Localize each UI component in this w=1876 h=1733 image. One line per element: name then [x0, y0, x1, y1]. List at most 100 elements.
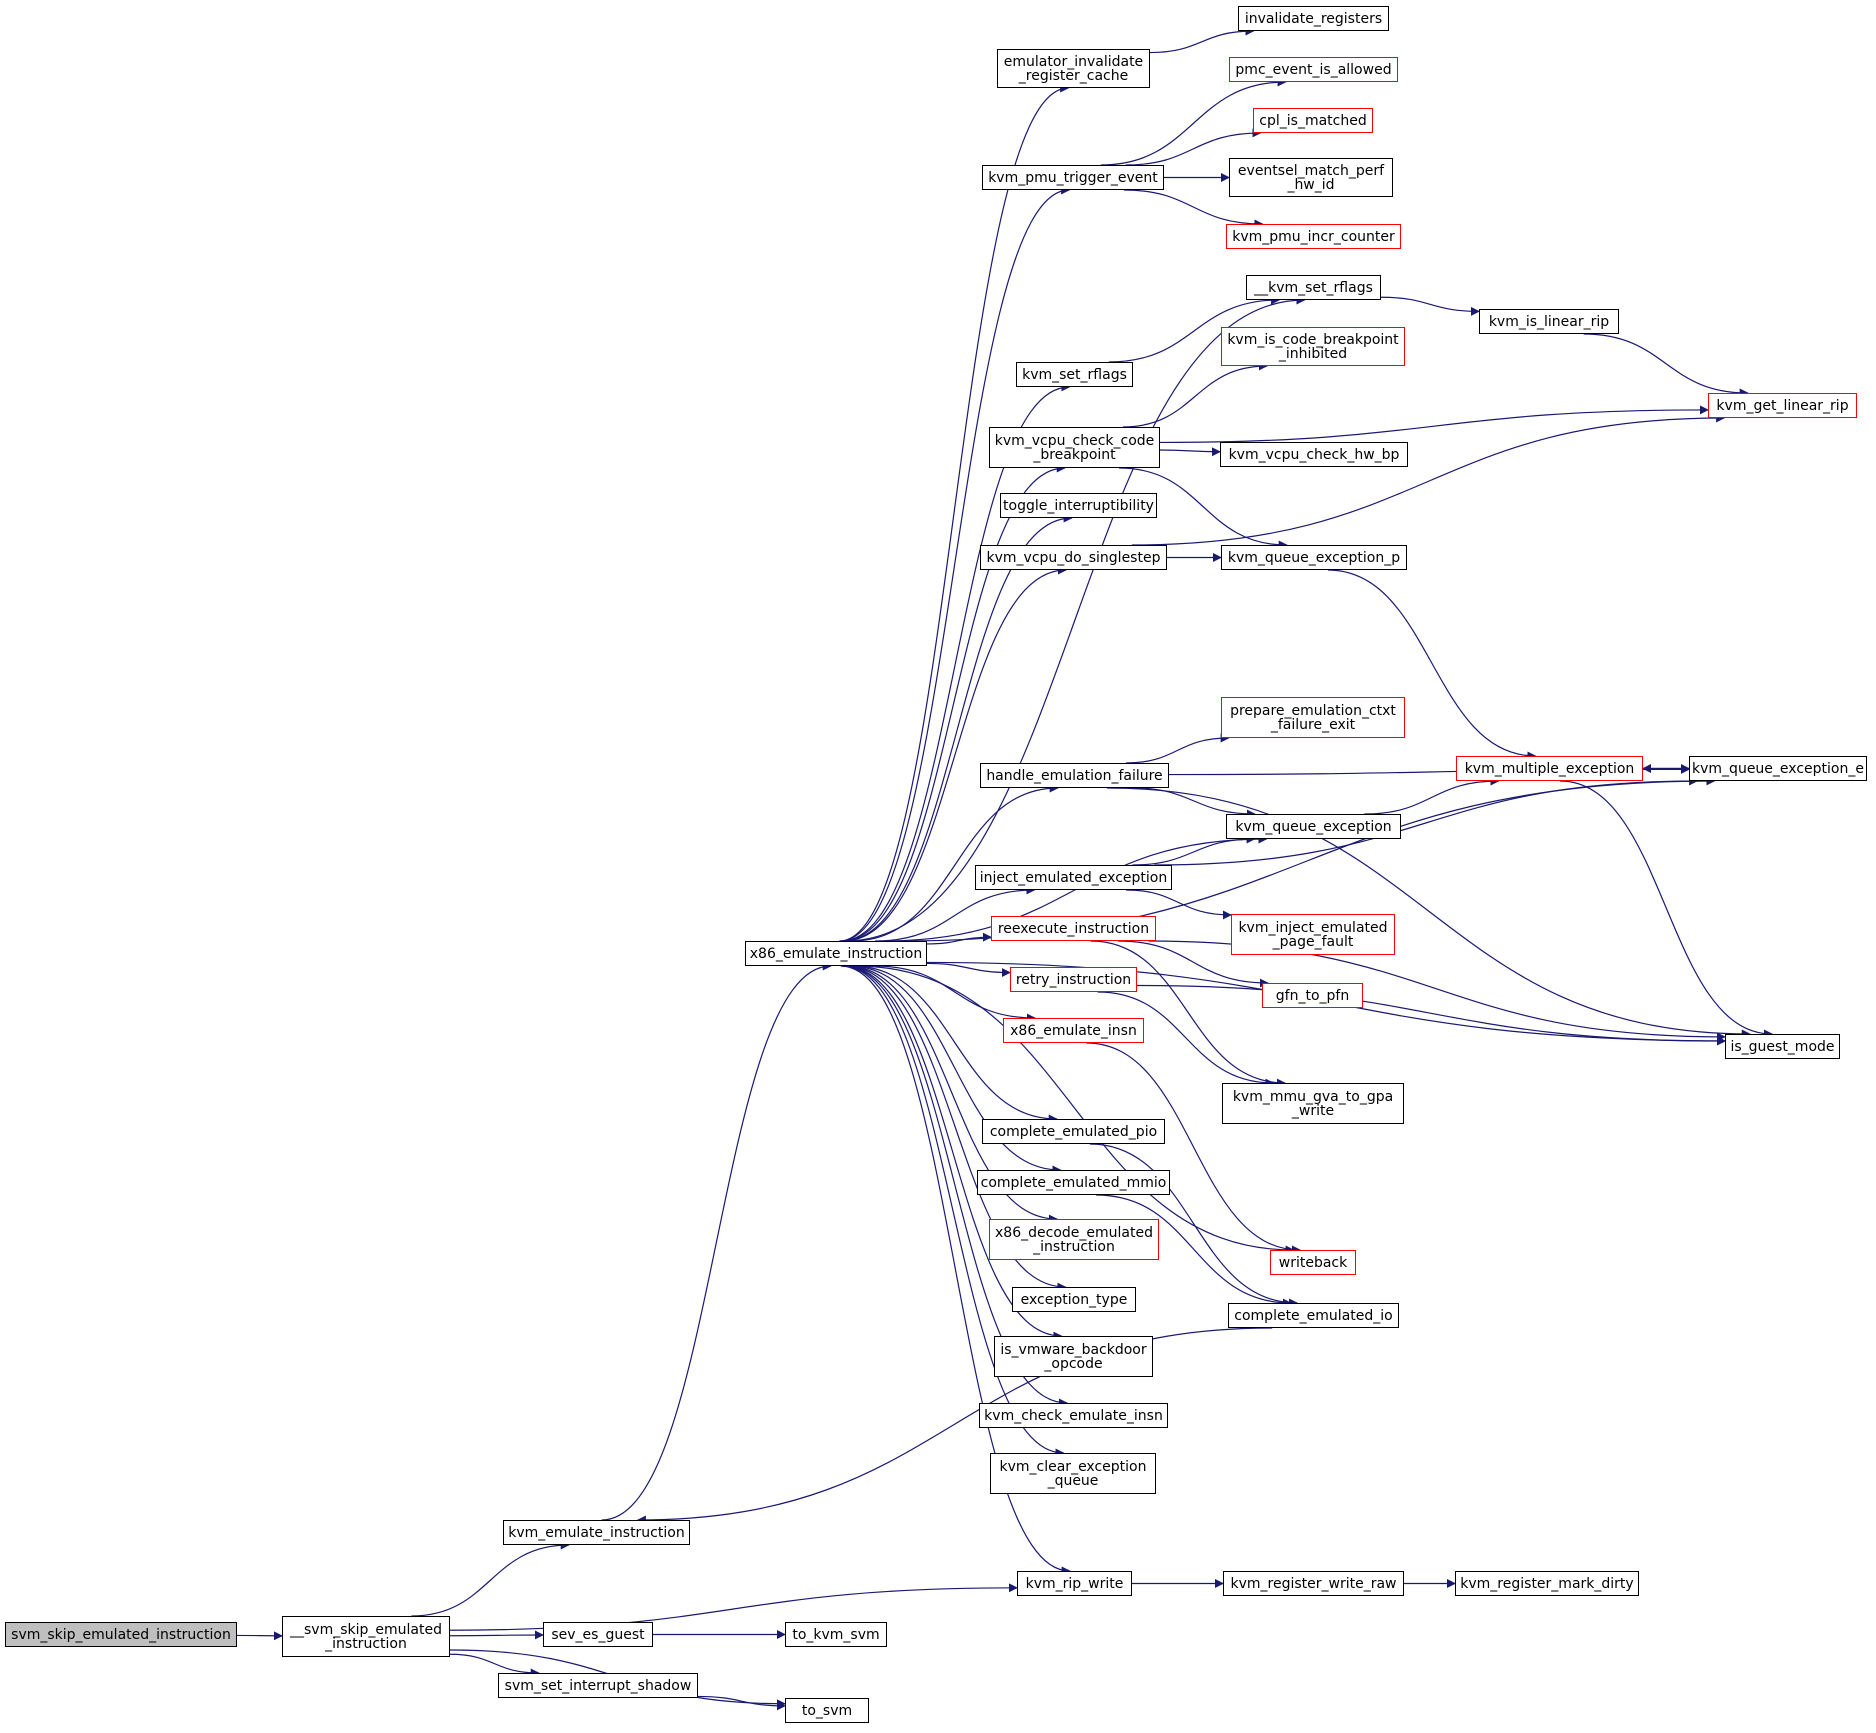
node-kvm-is-code-bp-inhibited[interactable]: kvm_is_code_breakpoint_inhibited [1221, 327, 1405, 366]
node-kvm-queue-exception-e[interactable]: kvm_queue_exception_e [1689, 756, 1867, 781]
node-kvm-queue-exception-p[interactable]: kvm_queue_exception_p [1221, 545, 1407, 570]
node-label: kvm_pmu_trigger_event [988, 169, 1158, 186]
node-kvm-register-write-raw[interactable]: kvm_register_write_raw [1223, 1571, 1404, 1596]
node---svm-skip[interactable]: __svm_skip_emulated_instruction [282, 1616, 450, 1657]
node-label: kvm_vcpu_do_singlestep [986, 549, 1161, 566]
node-label: kvm_rip_write [1025, 1575, 1124, 1592]
node-label: to_kvm_svm [792, 1626, 880, 1643]
node-label: pmc_event_is_allowed [1235, 61, 1392, 78]
edge-kvm_pmu_trigger_event-to-pmc_event_is_allowed [1100, 77, 1287, 166]
node-kvm-emulate-instruction[interactable]: kvm_emulate_instruction [503, 1520, 690, 1545]
node-cpl-is-matched[interactable]: cpl_is_matched [1253, 108, 1373, 133]
node-complete-emulated-io[interactable]: complete_emulated_io [1228, 1303, 1399, 1328]
node-kvm-mmu-gva-to-gpa-write[interactable]: kvm_mmu_gva_to_gpa_write [1222, 1083, 1404, 1124]
node-is-guest-mode[interactable]: is_guest_mode [1725, 1034, 1840, 1059]
edge-__svm_skip-to-kvm_emulate_instruction [411, 1540, 570, 1617]
node-complete-emulated-mmio[interactable]: complete_emulated_mmio [977, 1170, 1170, 1195]
edge-x86_emulate_instruction-to-exception_type [844, 965, 1067, 1292]
edge-handle_emulation_failure-to-prepare_emulation_ctxt [1125, 733, 1230, 764]
node-label: kvm_vcpu_check_hw_bp [1228, 446, 1400, 463]
node-svm-set-interrupt-shadow[interactable]: svm_set_interrupt_shadow [498, 1673, 698, 1698]
node-label: _write [1291, 1102, 1335, 1119]
edge-__kvm_set_rflags-to-kvm_is_linear_rip [1380, 296, 1480, 316]
edge-kvm_vcpu_check_code_bp-to-kvm_vcpu_check_hw_bp [1159, 447, 1221, 457]
node-kvm-queue-exception[interactable]: kvm_queue_exception [1226, 814, 1401, 839]
node-label: invalidate_registers [1244, 10, 1383, 27]
node-label: is_vmware_backdoor [1000, 1341, 1147, 1358]
node-kvm-pmu-trigger-event[interactable]: kvm_pmu_trigger_event [982, 165, 1164, 190]
node-toggle-interruptibility[interactable]: toggle_interruptibility [1000, 493, 1157, 518]
node-kvm-get-linear-rip[interactable]: kvm_get_linear_rip [1708, 393, 1857, 418]
edge-inject_emulated_exception-to-kvm_inject_emulated_pf [1126, 889, 1232, 920]
edge-kvm_vcpu_check_code_bp-to-kvm_is_code_bp_inhibited [1122, 361, 1268, 428]
node-label: emulator_invalidate [1003, 53, 1144, 70]
edge-complete_emulated_mmio-to-complete_emulated_io [1096, 1194, 1292, 1308]
node-label: inject_emulated_exception [979, 869, 1168, 886]
node-kvm-is-linear-rip[interactable]: kvm_is_linear_rip [1479, 309, 1619, 334]
edge-kvm_pmu_trigger_event-to-cpl_is_matched [1125, 128, 1262, 166]
edge-handle_emulation_failure-to-kvm_queue_exception [1133, 787, 1256, 819]
edge-x86_emulate_instruction-to-inject_emulated_exception [875, 885, 1036, 942]
node-pmc-event-is-allowed[interactable]: pmc_event_is_allowed [1229, 57, 1398, 82]
edge-kvm_emulate_instruction-to-x86_emulate_instruction [601, 961, 832, 1521]
node---kvm-set-rflags[interactable]: __kvm_set_rflags [1246, 275, 1381, 300]
edge-x86_emulate_instruction-to-retry_instruction [926, 962, 1011, 978]
node-handle-emulation-failure[interactable]: handle_emulation_failure [980, 763, 1169, 788]
node-label: _instruction [325, 1635, 407, 1652]
node-to-svm[interactable]: to_svm [785, 1698, 869, 1723]
node-is-vmware-backdoor[interactable]: is_vmware_backdoor_opcode [994, 1336, 1153, 1377]
node-kvm-clear-exception-queue[interactable]: kvm_clear_exception_queue [990, 1453, 1156, 1494]
node-sev-es-guest[interactable]: sev_es_guest [543, 1622, 653, 1647]
edge-inject_emulated_exception-to-kvm_queue_exception [1132, 834, 1256, 866]
node-to-kvm-svm[interactable]: to_kvm_svm [785, 1622, 887, 1647]
node-writeback[interactable]: writeback [1270, 1250, 1356, 1275]
edge-x86_emulate_instruction-to-complete_emulated_mmio [848, 965, 1062, 1175]
node-kvm-vcpu-check-hw-bp[interactable]: kvm_vcpu_check_hw_bp [1220, 442, 1408, 467]
node-label: complete_emulated_mmio [980, 1174, 1167, 1191]
node-label: writeback [1278, 1254, 1348, 1271]
node-kvm-set-rflags[interactable]: kvm_set_rflags [1016, 362, 1133, 387]
node-label: _inhibited [1278, 345, 1348, 362]
node-eventsel-match[interactable]: eventsel_match_perf_hw_id [1229, 158, 1393, 197]
node-svm-skip[interactable]: svm_skip_emulated_instruction [5, 1622, 237, 1647]
node-exception-type[interactable]: exception_type [1012, 1287, 1136, 1312]
edge-x86_emulate_instruction-to-handle_emulation_failure [852, 783, 1059, 942]
node-x86-emulate-instruction[interactable]: x86_emulate_instruction [745, 941, 927, 966]
node-invalidate-registers[interactable]: invalidate_registers [1238, 6, 1389, 31]
node-kvm-pmu-incr-counter[interactable]: kvm_pmu_incr_counter [1226, 224, 1401, 249]
node-label: kvm_register_write_raw [1230, 1575, 1397, 1592]
edge-reexecute_instruction-to-kvm_mmu_gva_to_gpa_write [1090, 940, 1286, 1088]
node-kvm-register-mark-dirty[interactable]: kvm_register_mark_dirty [1455, 1571, 1639, 1596]
node-label: __svm_skip_emulated [290, 1621, 442, 1638]
node-label: toggle_interruptibility [1003, 497, 1154, 514]
node-label: _breakpoint [1033, 446, 1116, 463]
node-complete-emulated-pio[interactable]: complete_emulated_pio [982, 1119, 1165, 1144]
node-kvm-inject-emulated-pf[interactable]: kvm_inject_emulated_page_fault [1231, 914, 1395, 955]
node-label: x86_decode_emulated [995, 1224, 1153, 1241]
edge-kvm_is_linear_rip-to-kvm_get_linear_rip [1583, 333, 1749, 398]
node-kvm-check-emulate-insn[interactable]: kvm_check_emulate_insn [979, 1403, 1168, 1428]
node-retry-instruction[interactable]: retry_instruction [1010, 967, 1137, 992]
node-gfn-to-pfn[interactable]: gfn_to_pfn [1262, 983, 1363, 1008]
node-label: kvm_is_linear_rip [1488, 313, 1610, 330]
node-kvm-rip-write[interactable]: kvm_rip_write [1017, 1571, 1132, 1596]
node-emulator-invalidate[interactable]: emulator_invalidate_register_cache [997, 49, 1150, 88]
node-x86-decode-emulated[interactable]: x86_decode_emulated_instruction [989, 1219, 1159, 1260]
node-prepare-emulation-ctxt[interactable]: prepare_emulation_ctxt_failure_exit [1221, 697, 1405, 738]
node-label: kvm_check_emulate_insn [984, 1407, 1163, 1424]
edge-x86_emulate_instruction-to-complete_emulated_pio [852, 965, 1058, 1124]
node-label: to_svm [801, 1702, 853, 1719]
node-inject-emulated-exception[interactable]: inject_emulated_exception [975, 865, 1172, 890]
edge-kvm_multiple_exception-to-is_guest_mode [1559, 780, 1773, 1039]
node-kvm-vcpu-check-code-bp[interactable]: kvm_vcpu_check_code_breakpoint [989, 427, 1160, 468]
edge-kvm_queue_exception_p-to-kvm_multiple_exception [1327, 569, 1537, 761]
edge-reexecute_instruction-to-gfn_to_pfn [1118, 940, 1269, 988]
node-reexecute-instruction[interactable]: reexecute_instruction [991, 916, 1156, 941]
node-label: kvm_queue_exception_p [1227, 549, 1401, 566]
edge-inject_emulated_exception-to-kvm_queue_exception_e [1154, 776, 1699, 866]
node-label: kvm_queue_exception_e [1692, 760, 1864, 777]
node-label: kvm_queue_exception [1235, 818, 1392, 835]
node-kvm-vcpu-do-singlestep[interactable]: kvm_vcpu_do_singlestep [980, 545, 1167, 570]
node-kvm-multiple-exception[interactable]: kvm_multiple_exception [1456, 756, 1643, 781]
node-x86-emulate-insn[interactable]: x86_emulate_insn [1003, 1018, 1144, 1043]
